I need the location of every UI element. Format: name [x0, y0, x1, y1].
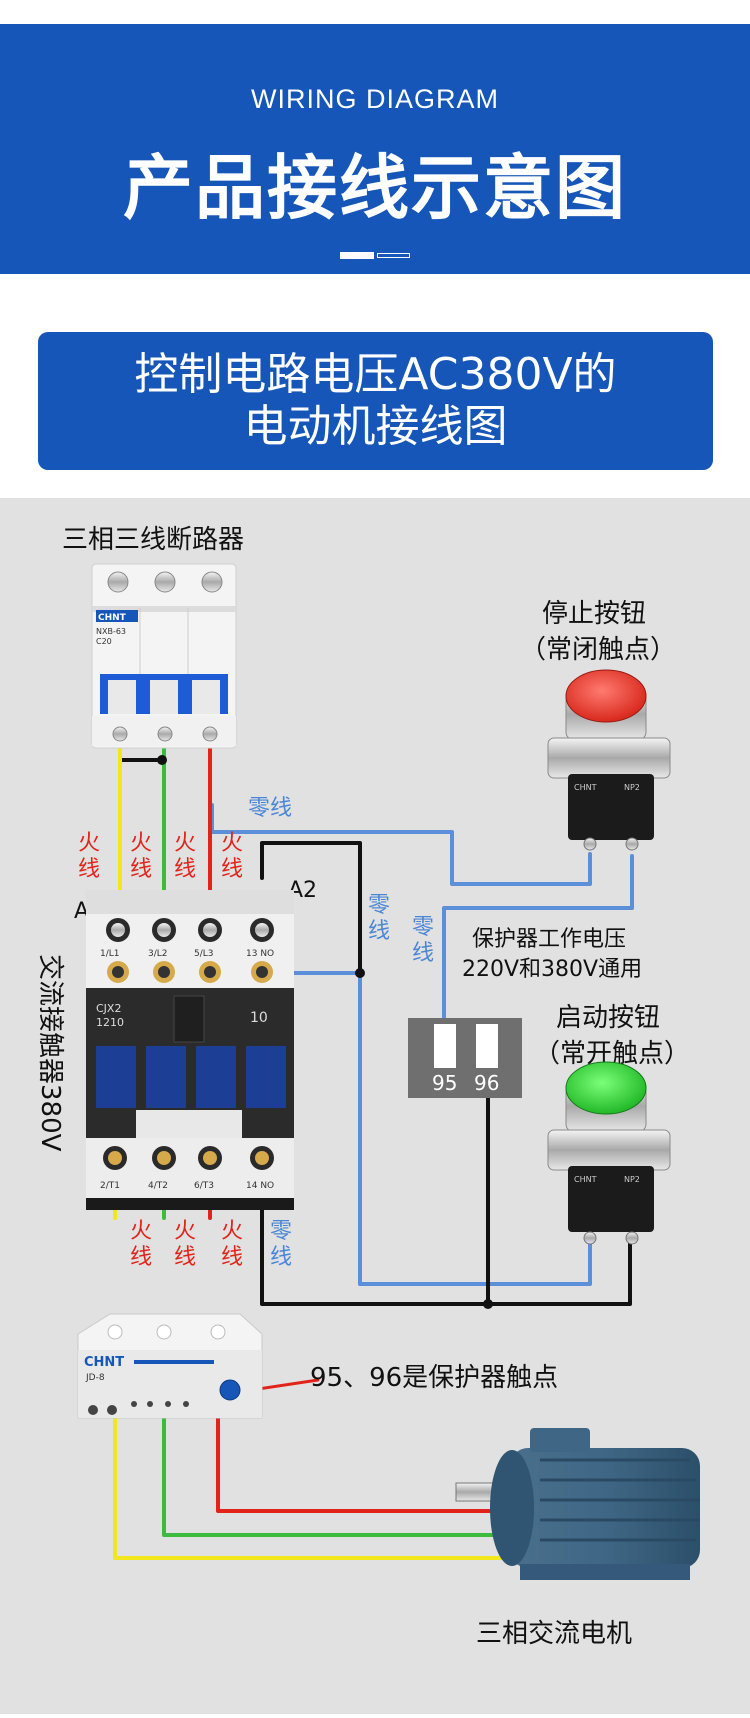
contactor-aux: 10 — [250, 1010, 268, 1026]
junction-dot — [483, 1299, 493, 1309]
control-wire-bottom — [260, 1186, 632, 1306]
motor-protector: CHNT JD-8 — [77, 1313, 263, 1419]
motor-label: 三相交流电机 — [476, 1619, 632, 1649]
breaker-label: 三相三线断路器 — [62, 525, 244, 555]
protector-voltage-2: 220V和380V通用 — [462, 957, 642, 982]
decor-dash — [340, 252, 374, 259]
neutral-wire-protector — [442, 854, 634, 1020]
neutral-labels-vertical: 零 线 零 线 — [368, 893, 434, 966]
start-button-code: NP2 — [624, 1175, 640, 1184]
stop-button-code: NP2 — [624, 783, 640, 792]
neutral-label: 零 — [270, 1219, 292, 1244]
live-label: 火 — [174, 831, 196, 856]
live-label: 火 — [130, 1219, 152, 1244]
contactor-bottom-screws — [103, 1146, 274, 1170]
protector-voltage-1: 保护器工作电压 — [472, 927, 626, 952]
start-button-brand: CHNT — [574, 1175, 597, 1184]
stop-button-label-2: （常闭触点） — [520, 635, 676, 665]
neutral-label: 线 — [270, 1245, 292, 1270]
control-wire-a2 — [260, 841, 362, 975]
header-subtitle: WIRING DIAGRAM — [251, 84, 499, 114]
stop-button-label-1: 停止按钮 — [542, 599, 646, 629]
contactor-model-no: 1210 — [96, 1016, 124, 1029]
banner-line-2: 电动机接线图 — [243, 401, 508, 452]
live-label: 火 — [221, 831, 243, 856]
live-label: 线 — [221, 1245, 243, 1270]
junction-dot — [157, 755, 167, 765]
contact-note: 95、96是保护器触点 — [310, 1363, 558, 1393]
terminal-label: 4/T2 — [148, 1181, 168, 1191]
top-terminal-labels: 1/L1 3/L2 5/L3 13 NO — [100, 949, 274, 959]
live-label: 火 — [78, 831, 100, 856]
contactor-label: 交流接触器380V — [35, 954, 65, 1152]
circuit-breaker: 三相三线断路器 CHNT NXB-63 C20 — [62, 525, 244, 749]
terminal-label: 1/L1 — [100, 949, 120, 959]
neutral-label: 线 — [412, 941, 434, 966]
terminal-label: 5/L3 — [194, 949, 214, 959]
live-labels-bottom: 火 线 火 线 火 线 零 线 — [130, 1219, 292, 1270]
contact-95-label: 95 — [432, 1071, 457, 1095]
neutral-label: 零 — [412, 915, 434, 940]
protector-brand: CHNT — [84, 1355, 124, 1370]
neutral-wire-start — [274, 971, 592, 1286]
terminal-label: 2/T1 — [100, 1181, 120, 1191]
live-label: 线 — [130, 857, 152, 882]
live-label: 火 — [130, 831, 152, 856]
breaker-brand: CHNT — [98, 613, 127, 623]
contact-96-label: 96 — [474, 1071, 499, 1095]
section-banner: 控制电路电压AC380V的 电动机接线图 — [38, 332, 713, 470]
neutral-label: 零 — [368, 893, 390, 918]
contactor: 交流接触器380V 1/L1 3/L2 5/L3 13 NO CJX2 1210… — [35, 890, 294, 1210]
protector-contacts: 保护器工作电压 220V和380V通用 95 96 — [408, 927, 642, 1098]
live-label: 线 — [130, 1245, 152, 1270]
motor — [455, 1428, 700, 1580]
wiring-diagram: 三相三线断路器 CHNT NXB-63 C20 零线 火 线 火 线 火 线 火… — [35, 525, 700, 1649]
live-labels-top: 火 线 火 线 火 线 火 线 — [78, 831, 243, 882]
red-button-icon — [565, 669, 647, 723]
protector-model: JD-8 — [85, 1373, 105, 1383]
banner-line-1: 控制电路电压AC380V的 — [134, 349, 617, 400]
start-button-label-1: 启动按钮 — [556, 1003, 660, 1033]
green-button-icon — [565, 1061, 647, 1115]
live-label: 火 — [221, 1219, 243, 1244]
terminal-label: 13 NO — [246, 949, 274, 959]
terminal-label: 6/T3 — [194, 1181, 214, 1191]
decor-dash-outline — [377, 253, 410, 258]
diagram-panel: 三相三线断路器 CHNT NXB-63 C20 零线 火 线 火 线 火 线 火… — [0, 498, 750, 1714]
live-label: 线 — [174, 1245, 196, 1270]
terminal-label: 14 NO — [246, 1181, 274, 1191]
breaker-rating: C20 — [96, 637, 112, 646]
start-button: 启动按钮 （常开触点） CHNT NP2 — [534, 1003, 690, 1245]
breaker-model: NXB-63 — [96, 627, 126, 636]
neutral-label: 线 — [368, 919, 390, 944]
live-label: 火 — [174, 1219, 196, 1244]
contactor-top-screws — [106, 918, 274, 983]
bottom-terminal-labels: 2/T1 4/T2 6/T3 14 NO — [100, 1181, 274, 1191]
junction-dot — [355, 968, 365, 978]
live-label: 线 — [174, 857, 196, 882]
adjust-knob-icon — [219, 1379, 241, 1401]
live-label: 线 — [221, 857, 243, 882]
stop-button: 停止按钮 （常闭触点） CHNT NP2 — [520, 599, 676, 851]
header-banner: WIRING DIAGRAM 产品接线示意图 — [0, 24, 750, 274]
header-title: 产品接线示意图 — [123, 147, 627, 229]
terminal-label: 3/L2 — [148, 949, 168, 959]
neutral-label-breaker: 零线 — [248, 796, 292, 821]
stop-button-brand: CHNT — [574, 783, 597, 792]
contactor-model: CJX2 — [96, 1002, 121, 1015]
live-label: 线 — [78, 857, 100, 882]
